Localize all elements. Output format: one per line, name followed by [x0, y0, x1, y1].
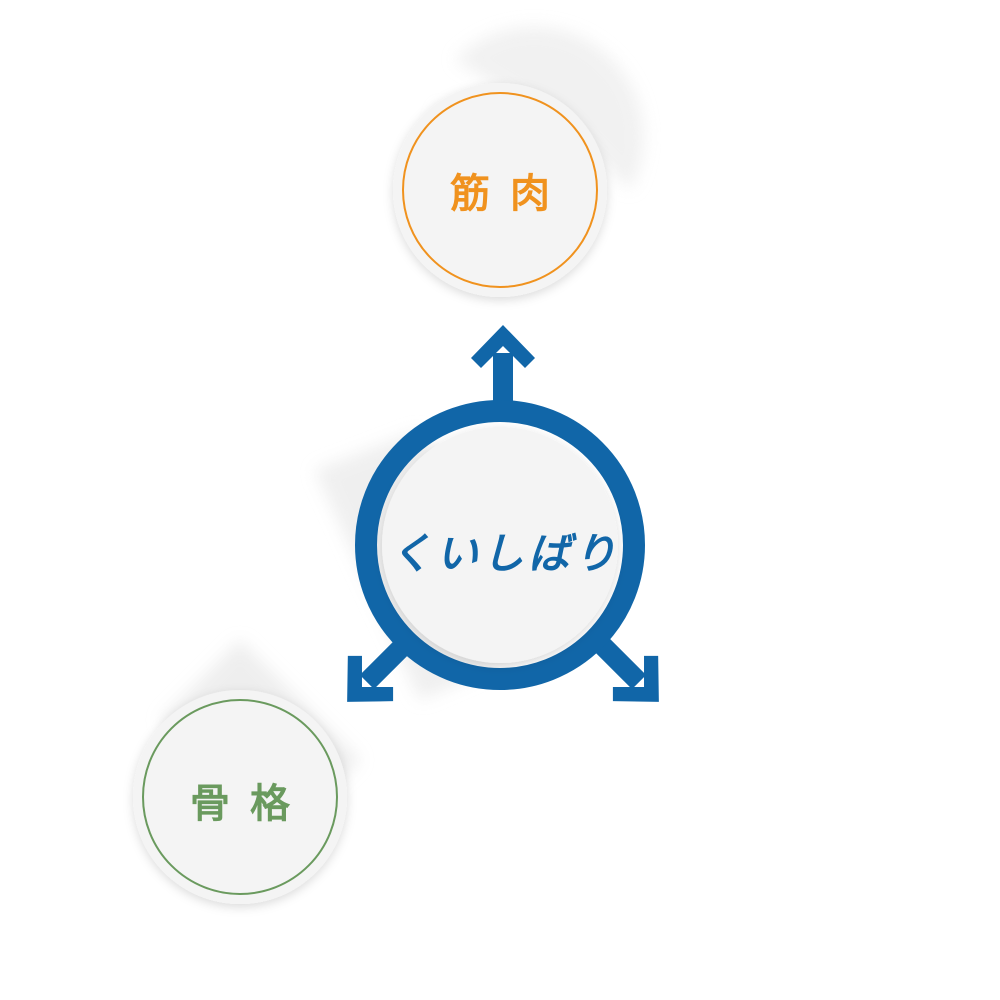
disc-center — [382, 427, 618, 663]
disc-skeleton — [133, 690, 347, 904]
disc-muscle — [393, 83, 607, 297]
arrow-up — [471, 325, 535, 413]
node-center — [355, 400, 645, 690]
node-muscle — [393, 83, 607, 297]
ring-center — [355, 400, 645, 690]
node-skeleton — [133, 690, 347, 904]
label-center: くいしばり — [389, 528, 620, 578]
label-skeleton: 骨格 — [190, 780, 310, 827]
label-muscle: 筋肉 — [450, 170, 570, 217]
ring-skeleton — [142, 699, 338, 895]
ring-muscle — [402, 92, 598, 288]
